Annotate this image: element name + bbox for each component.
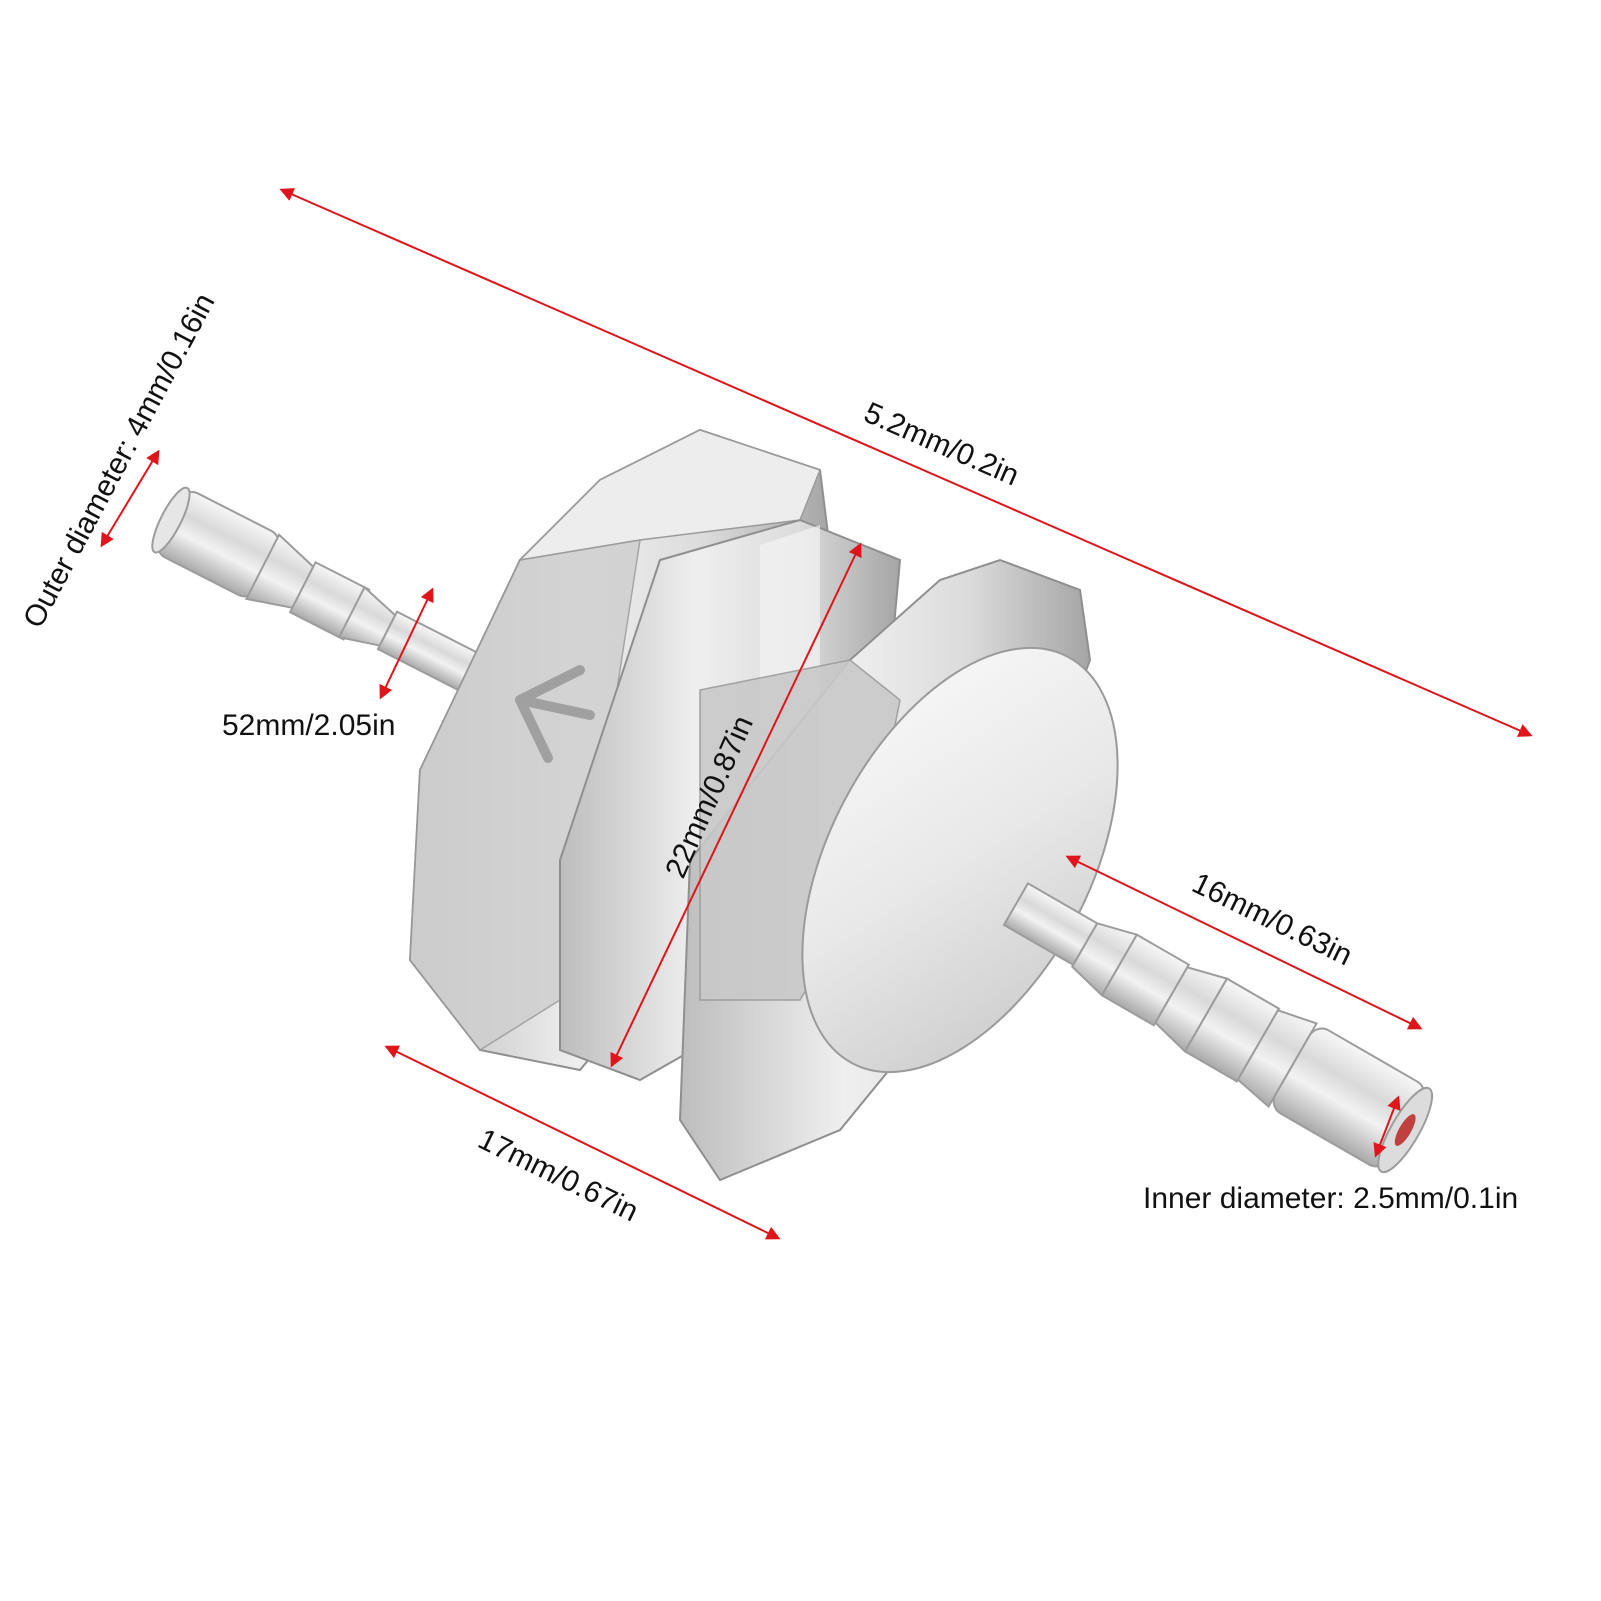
check-valve-product bbox=[151, 428, 1434, 1182]
inner-diameter-line bbox=[1373, 1095, 1401, 1158]
inner-diameter-label: Inner diameter: 2.5mm/0.1in bbox=[1143, 1182, 1518, 1215]
right-hose-barb bbox=[1002, 881, 1434, 1174]
dimension-lines bbox=[100, 188, 1533, 1240]
body-width-line bbox=[384, 1045, 781, 1240]
outer-diameter-line bbox=[100, 449, 160, 548]
body-diameter-line bbox=[610, 542, 862, 1068]
left-hose-barb bbox=[151, 486, 497, 701]
right-barb-length-line bbox=[1065, 855, 1423, 1030]
overall-length-line bbox=[279, 188, 1533, 737]
body-width-label: 17mm/0.67in bbox=[473, 1123, 643, 1229]
barb-length-label: 52mm/2.05in bbox=[222, 709, 395, 742]
outer-diameter-label: Outer diameter: 4mm/0.16in bbox=[17, 288, 221, 633]
barb-length-line bbox=[379, 587, 434, 700]
